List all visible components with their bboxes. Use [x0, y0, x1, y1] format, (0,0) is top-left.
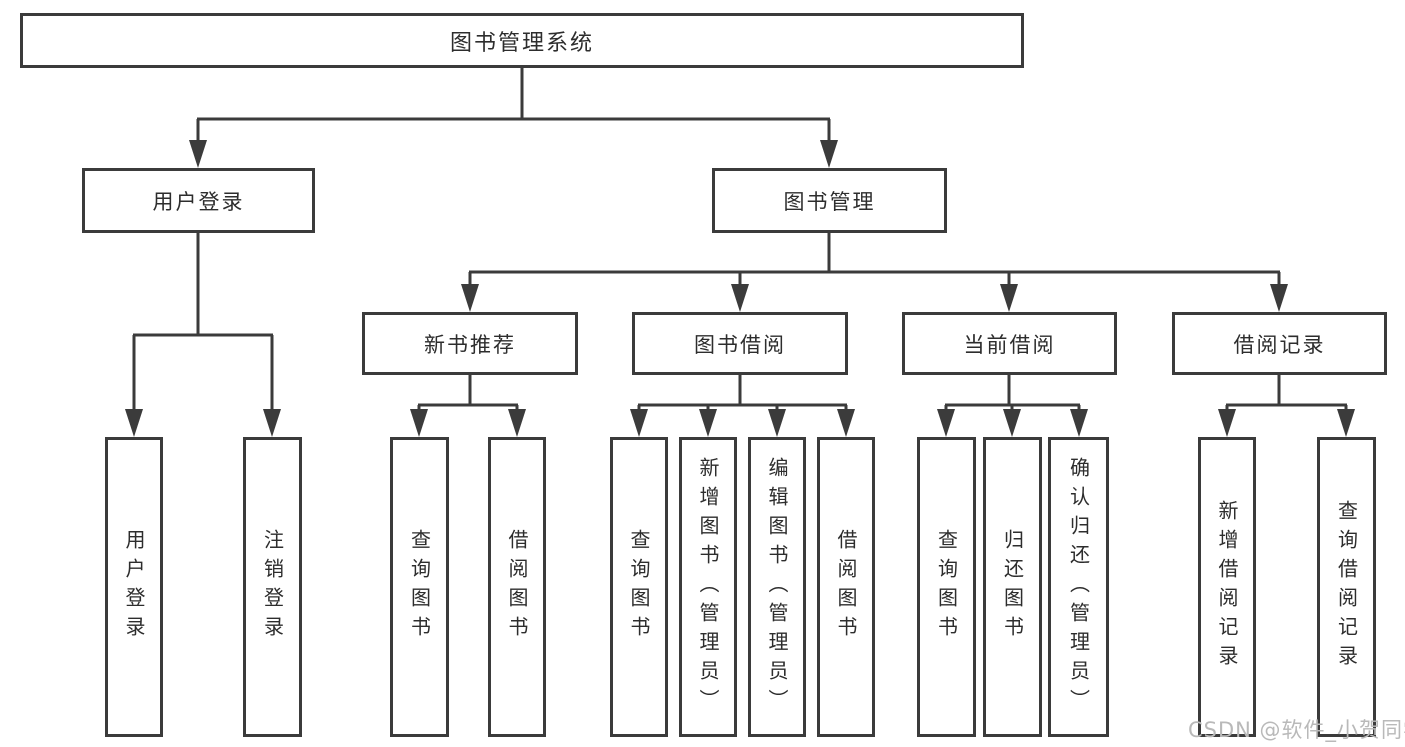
node-current-borrow-label: 当前借阅 — [963, 332, 1056, 357]
arrow-leaf-nb-borrow — [508, 409, 526, 437]
leaf-bb-query-book: 查询图书 — [610, 437, 668, 737]
leaf-logout: 注销登录 — [243, 437, 302, 737]
connector-paths — [132, 67, 1348, 413]
node-root-label: 图书管理系统 — [449, 30, 594, 56]
leaf-logout-label: 注销登录 — [260, 529, 285, 645]
leaf-bb-query-book-label: 查询图书 — [627, 529, 651, 645]
leaf-bb-edit-book-label: 编辑图书（管理员） — [765, 456, 789, 718]
leaf-bb-add-book: 新增图书（管理员） — [679, 437, 737, 737]
arrow-user-login — [189, 140, 207, 168]
node-user-login-label: 用户登录 — [152, 189, 245, 214]
arrow-leaf-br-query — [1337, 409, 1355, 437]
connector-new-book — [417, 375, 519, 413]
node-book-borrow-label: 图书借阅 — [694, 332, 786, 357]
leaf-br-add-record-label: 新增借阅记录 — [1215, 500, 1239, 674]
csdn-watermark: CSDN @软件_小贺同学 — [1188, 718, 1405, 742]
leaf-nb-borrow-book: 借阅图书 — [488, 437, 546, 737]
arrow-leaf-nb-query — [410, 409, 428, 437]
leaf-cb-confirm-return-label: 确认归还（管理员） — [1066, 456, 1091, 718]
node-new-book-recommend-label: 新书推荐 — [424, 332, 516, 357]
node-root: 图书管理系统 — [20, 13, 1024, 68]
leaf-user-login: 用户登录 — [105, 437, 163, 737]
leaf-bb-add-book-label: 新增图书（管理员） — [696, 456, 720, 718]
arrow-leaf-login-logout — [263, 409, 281, 437]
leaf-bb-edit-book: 编辑图书（管理员） — [748, 437, 806, 737]
node-user-login: 用户登录 — [82, 168, 315, 233]
connector-borrow-records — [1225, 375, 1348, 413]
arrow-book-mgmt — [820, 140, 838, 168]
arrow-leaf-cb-confirm — [1070, 409, 1088, 437]
connector-user-login — [132, 233, 274, 413]
leaf-bb-borrow-book-label: 借阅图书 — [834, 529, 858, 645]
node-new-book-recommend: 新书推荐 — [362, 312, 578, 375]
connector-current-borrow — [944, 375, 1081, 413]
connector-book-mgmt — [468, 233, 1281, 290]
arrow-current-borrow — [1000, 284, 1018, 312]
node-borrow-records: 借阅记录 — [1172, 312, 1387, 375]
arrow-leaf-br-add — [1218, 409, 1236, 437]
arrow-leaf-bb-borrow — [837, 409, 855, 437]
leaf-nb-query-book: 查询图书 — [390, 437, 449, 737]
arrow-new-book — [461, 284, 479, 312]
leaf-br-query-record: 查询借阅记录 — [1317, 437, 1376, 737]
arrow-leaf-login-user — [125, 409, 143, 437]
arrow-borrow-records — [1270, 284, 1288, 312]
node-book-borrow: 图书借阅 — [632, 312, 848, 375]
leaf-nb-borrow-book-label: 借阅图书 — [505, 529, 529, 645]
connector-book-borrow — [637, 375, 848, 413]
leaf-cb-return-book: 归还图书 — [983, 437, 1042, 737]
arrow-leaf-bb-add — [699, 409, 717, 437]
leaf-cb-confirm-return: 确认归还（管理员） — [1048, 437, 1109, 737]
connector-root — [196, 67, 831, 146]
leaf-cb-query-book: 查询图书 — [917, 437, 976, 737]
node-current-borrow: 当前借阅 — [902, 312, 1117, 375]
leaf-nb-query-book-label: 查询图书 — [407, 529, 432, 645]
leaf-br-query-record-label: 查询借阅记录 — [1334, 500, 1359, 674]
arrowheads — [125, 140, 1355, 437]
leaf-bb-borrow-book: 借阅图书 — [817, 437, 875, 737]
leaf-cb-return-book-label: 归还图书 — [1000, 529, 1025, 645]
leaf-user-login-label: 用户登录 — [122, 529, 146, 645]
arrow-leaf-cb-query — [937, 409, 955, 437]
leaf-br-add-record: 新增借阅记录 — [1198, 437, 1256, 737]
node-book-management: 图书管理 — [712, 168, 947, 233]
arrow-leaf-cb-return — [1003, 409, 1021, 437]
leaf-cb-query-book-label: 查询图书 — [934, 529, 959, 645]
arrow-book-borrow — [731, 284, 749, 312]
arrow-leaf-bb-edit — [768, 409, 786, 437]
node-borrow-records-label: 借阅记录 — [1233, 332, 1326, 357]
arrow-leaf-bb-query — [630, 409, 648, 437]
node-book-management-label: 图书管理 — [783, 189, 876, 214]
